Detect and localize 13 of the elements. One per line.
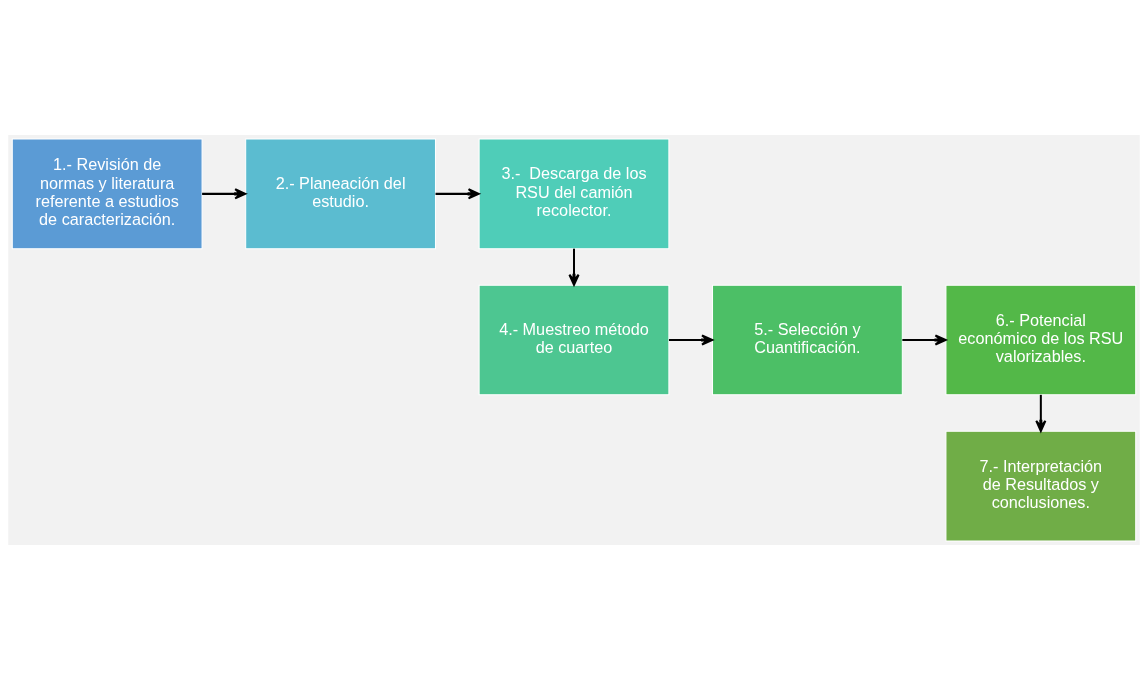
arrow: [435, 187, 480, 199]
arrow: [1035, 394, 1047, 432]
node-box: 4.- Muestreo método de cuarteo: [478, 284, 670, 395]
arrow: [568, 248, 580, 286]
arrow: [902, 333, 947, 346]
node-box: 5.- Selección y Cuantificación.: [712, 284, 903, 395]
arrow: [202, 187, 247, 199]
node-box: 2.- Planeación del estudio.: [245, 138, 436, 249]
arrow: [668, 333, 714, 346]
node-box: 6.- Potencial económico de los RSU valorizables.: [945, 284, 1137, 395]
node-box: 7.- Interpretación de Resultados y conclusiones.: [945, 430, 1137, 541]
node-box: 1.- Revisión de normas y literatura referente a estudios de caracterización.: [11, 138, 203, 249]
node-box: 3.- Descarga de los RSU del camión recolector.: [478, 138, 670, 249]
